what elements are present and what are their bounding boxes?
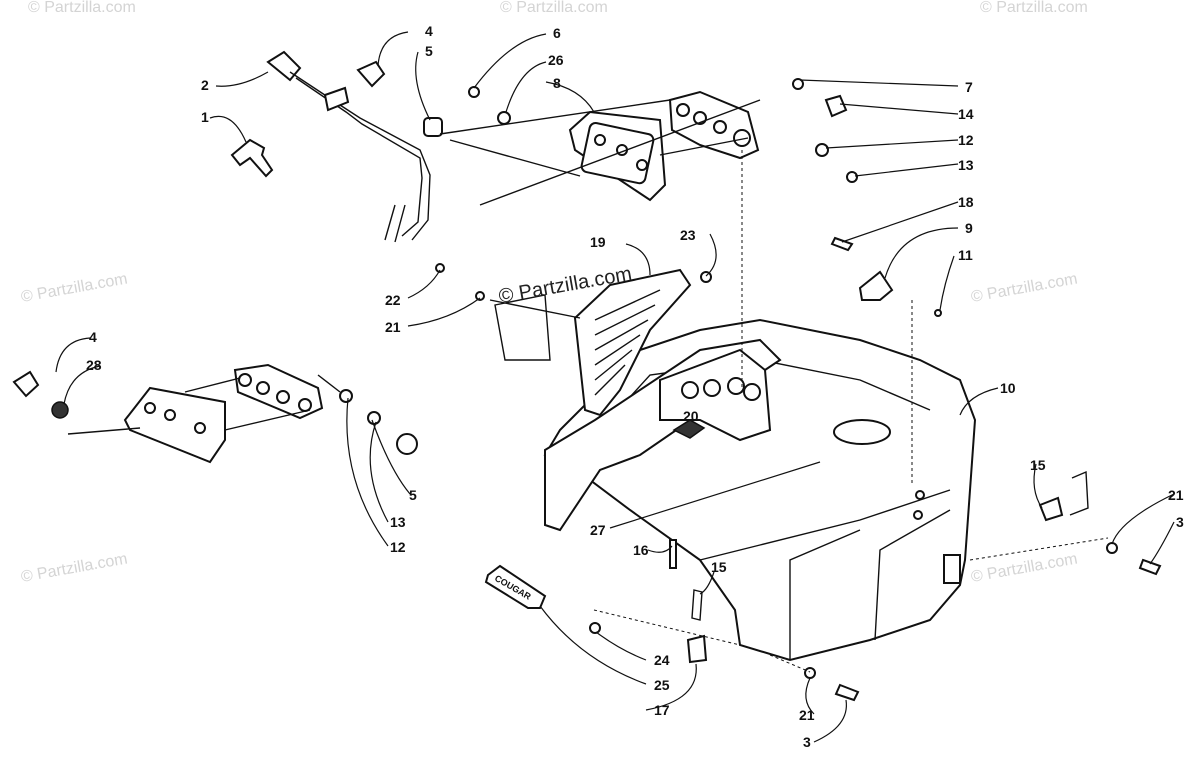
key-switch-top xyxy=(356,60,443,137)
watermark-top-right: © Partzilla.com xyxy=(980,0,1088,16)
label-19: 19 xyxy=(590,234,606,250)
label-3-bottom: 3 xyxy=(803,734,811,750)
label-15-lower: 15 xyxy=(711,559,727,575)
label-9: 9 xyxy=(965,220,973,236)
label-13-left: 13 xyxy=(390,514,406,530)
cable-assembly xyxy=(266,50,431,243)
key-switch-left xyxy=(12,370,69,419)
label-15-right: 15 xyxy=(1030,457,1046,473)
label-6: 6 xyxy=(553,25,561,41)
label-27: 27 xyxy=(590,522,606,538)
watermark-right-mid: © Partzilla.com xyxy=(970,270,1079,305)
label-20: 20 xyxy=(683,408,699,424)
label-5-left: 5 xyxy=(409,487,417,503)
label-18: 18 xyxy=(958,194,974,210)
label-4-top: 4 xyxy=(425,23,433,39)
label-21-bottom: 21 xyxy=(799,707,815,723)
label-3-right: 3 xyxy=(1176,514,1184,530)
decal-plate: COUGAR xyxy=(484,564,547,609)
label-25: 25 xyxy=(654,677,670,693)
watermark-right-bottom: © Partzilla.com xyxy=(970,550,1079,585)
label-17: 17 xyxy=(654,702,670,718)
label-5-top: 5 xyxy=(425,43,433,59)
label-8: 8 xyxy=(553,75,561,91)
label-23: 23 xyxy=(680,227,696,243)
throttle-lever xyxy=(230,138,274,178)
watermark-top-left: © Partzilla.com xyxy=(28,0,136,16)
label-16: 16 xyxy=(633,542,649,558)
label-2: 2 xyxy=(201,77,209,93)
label-21-right: 21 xyxy=(1168,487,1184,503)
label-22: 22 xyxy=(385,292,401,308)
label-21-left: 21 xyxy=(385,319,401,335)
mounting-plate-left xyxy=(233,363,324,420)
label-7: 7 xyxy=(965,79,973,95)
label-28: 28 xyxy=(86,357,102,373)
watermark-top-center: © Partzilla.com xyxy=(500,0,608,16)
part-labels: 1 2 4 5 6 26 8 7 14 12 13 18 9 11 10 19 … xyxy=(86,23,1184,750)
label-13-top: 13 xyxy=(958,157,974,173)
watermark-left-bottom: © Partzilla.com xyxy=(20,550,129,585)
label-4-left: 4 xyxy=(89,329,97,345)
label-24: 24 xyxy=(654,652,670,668)
hardware-small xyxy=(339,78,1162,702)
vent-grille xyxy=(573,268,692,417)
label-10: 10 xyxy=(1000,380,1016,396)
label-12-top: 12 xyxy=(958,132,974,148)
mounting-plate-top xyxy=(668,90,760,160)
leader-lines xyxy=(55,31,1175,743)
watermark-left-mid: © Partzilla.com xyxy=(20,270,129,305)
label-14: 14 xyxy=(958,106,974,122)
label-26: 26 xyxy=(548,52,564,68)
side-bracket xyxy=(494,294,551,361)
switch-panel-left xyxy=(123,386,226,464)
label-1: 1 xyxy=(201,109,209,125)
label-12-left: 12 xyxy=(390,539,406,555)
alignment-lines xyxy=(67,99,1109,673)
switch-panel-top xyxy=(568,110,667,202)
label-11: 11 xyxy=(958,247,973,263)
